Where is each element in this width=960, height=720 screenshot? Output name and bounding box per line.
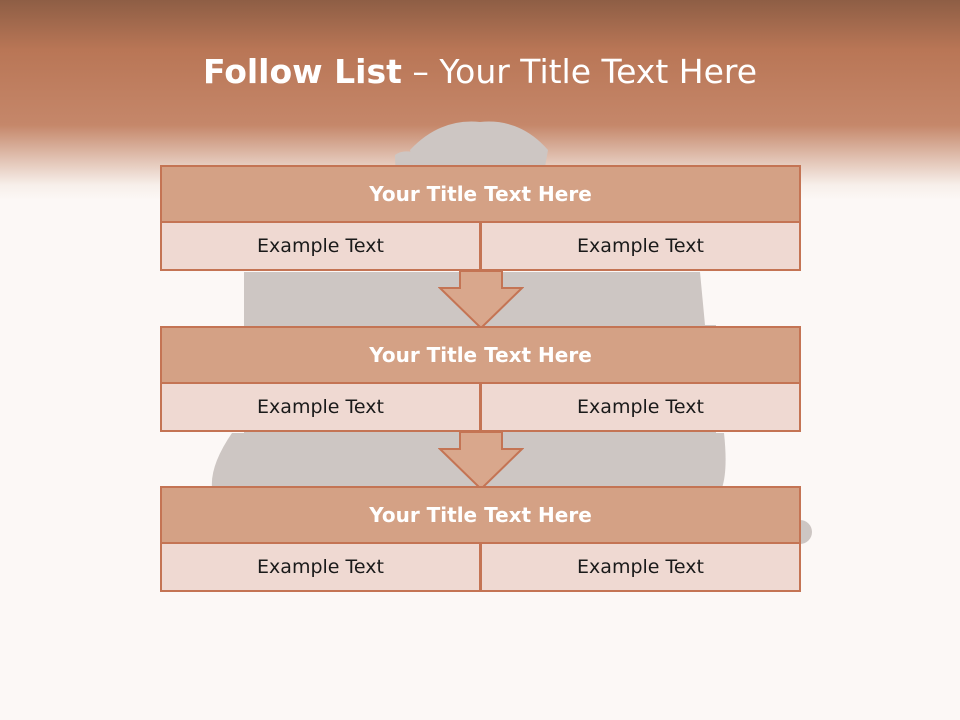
slide-title-rest: – Your Title Text Here (401, 52, 758, 91)
step-cell-right: Example Text (480, 221, 801, 271)
step-block-3: Your Title Text Here Example Text Exampl… (160, 486, 801, 592)
step-block-2: Your Title Text Here Example Text Exampl… (160, 326, 801, 432)
slide-title-bold: Follow List (202, 52, 402, 91)
step-cell-left: Example Text (160, 542, 481, 592)
step-block-1: Your Title Text Here Example Text Exampl… (160, 165, 801, 271)
step-cell-left: Example Text (160, 221, 481, 271)
step-cell-left: Example Text (160, 382, 481, 432)
slide-title: Follow List – Your Title Text Here (0, 52, 960, 91)
step-title: Your Title Text Here (160, 165, 801, 223)
step-title: Your Title Text Here (160, 486, 801, 544)
down-arrow-icon (438, 431, 524, 491)
down-arrow-icon (438, 270, 524, 330)
step-cell-right: Example Text (480, 542, 801, 592)
step-title: Your Title Text Here (160, 326, 801, 384)
step-cell-right: Example Text (480, 382, 801, 432)
